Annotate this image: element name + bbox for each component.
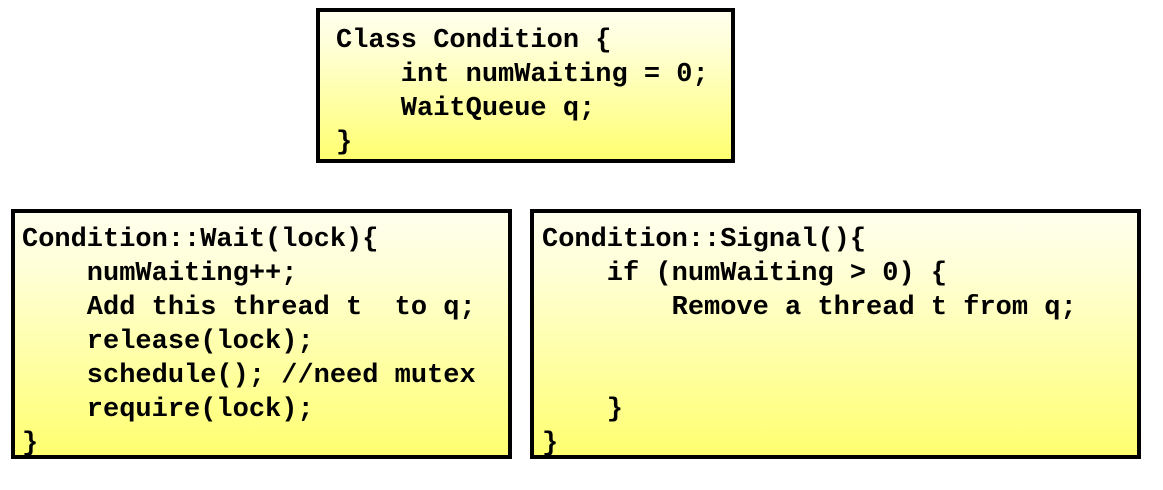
class-condition-code-text: Class Condition { int numWaiting = 0; Wa… [336,26,709,158]
condition-signal-code-text: Condition::Signal(){ if (numWaiting > 0)… [542,225,1077,459]
class-condition-code-box: Class Condition { int numWaiting = 0; Wa… [316,8,735,163]
condition-signal-code-box: Condition::Signal(){ if (numWaiting > 0)… [530,209,1141,459]
condition-wait-code-box: Condition::Wait(lock){ numWaiting++; Add… [11,209,512,459]
condition-wait-code-text: Condition::Wait(lock){ numWaiting++; Add… [22,225,476,459]
